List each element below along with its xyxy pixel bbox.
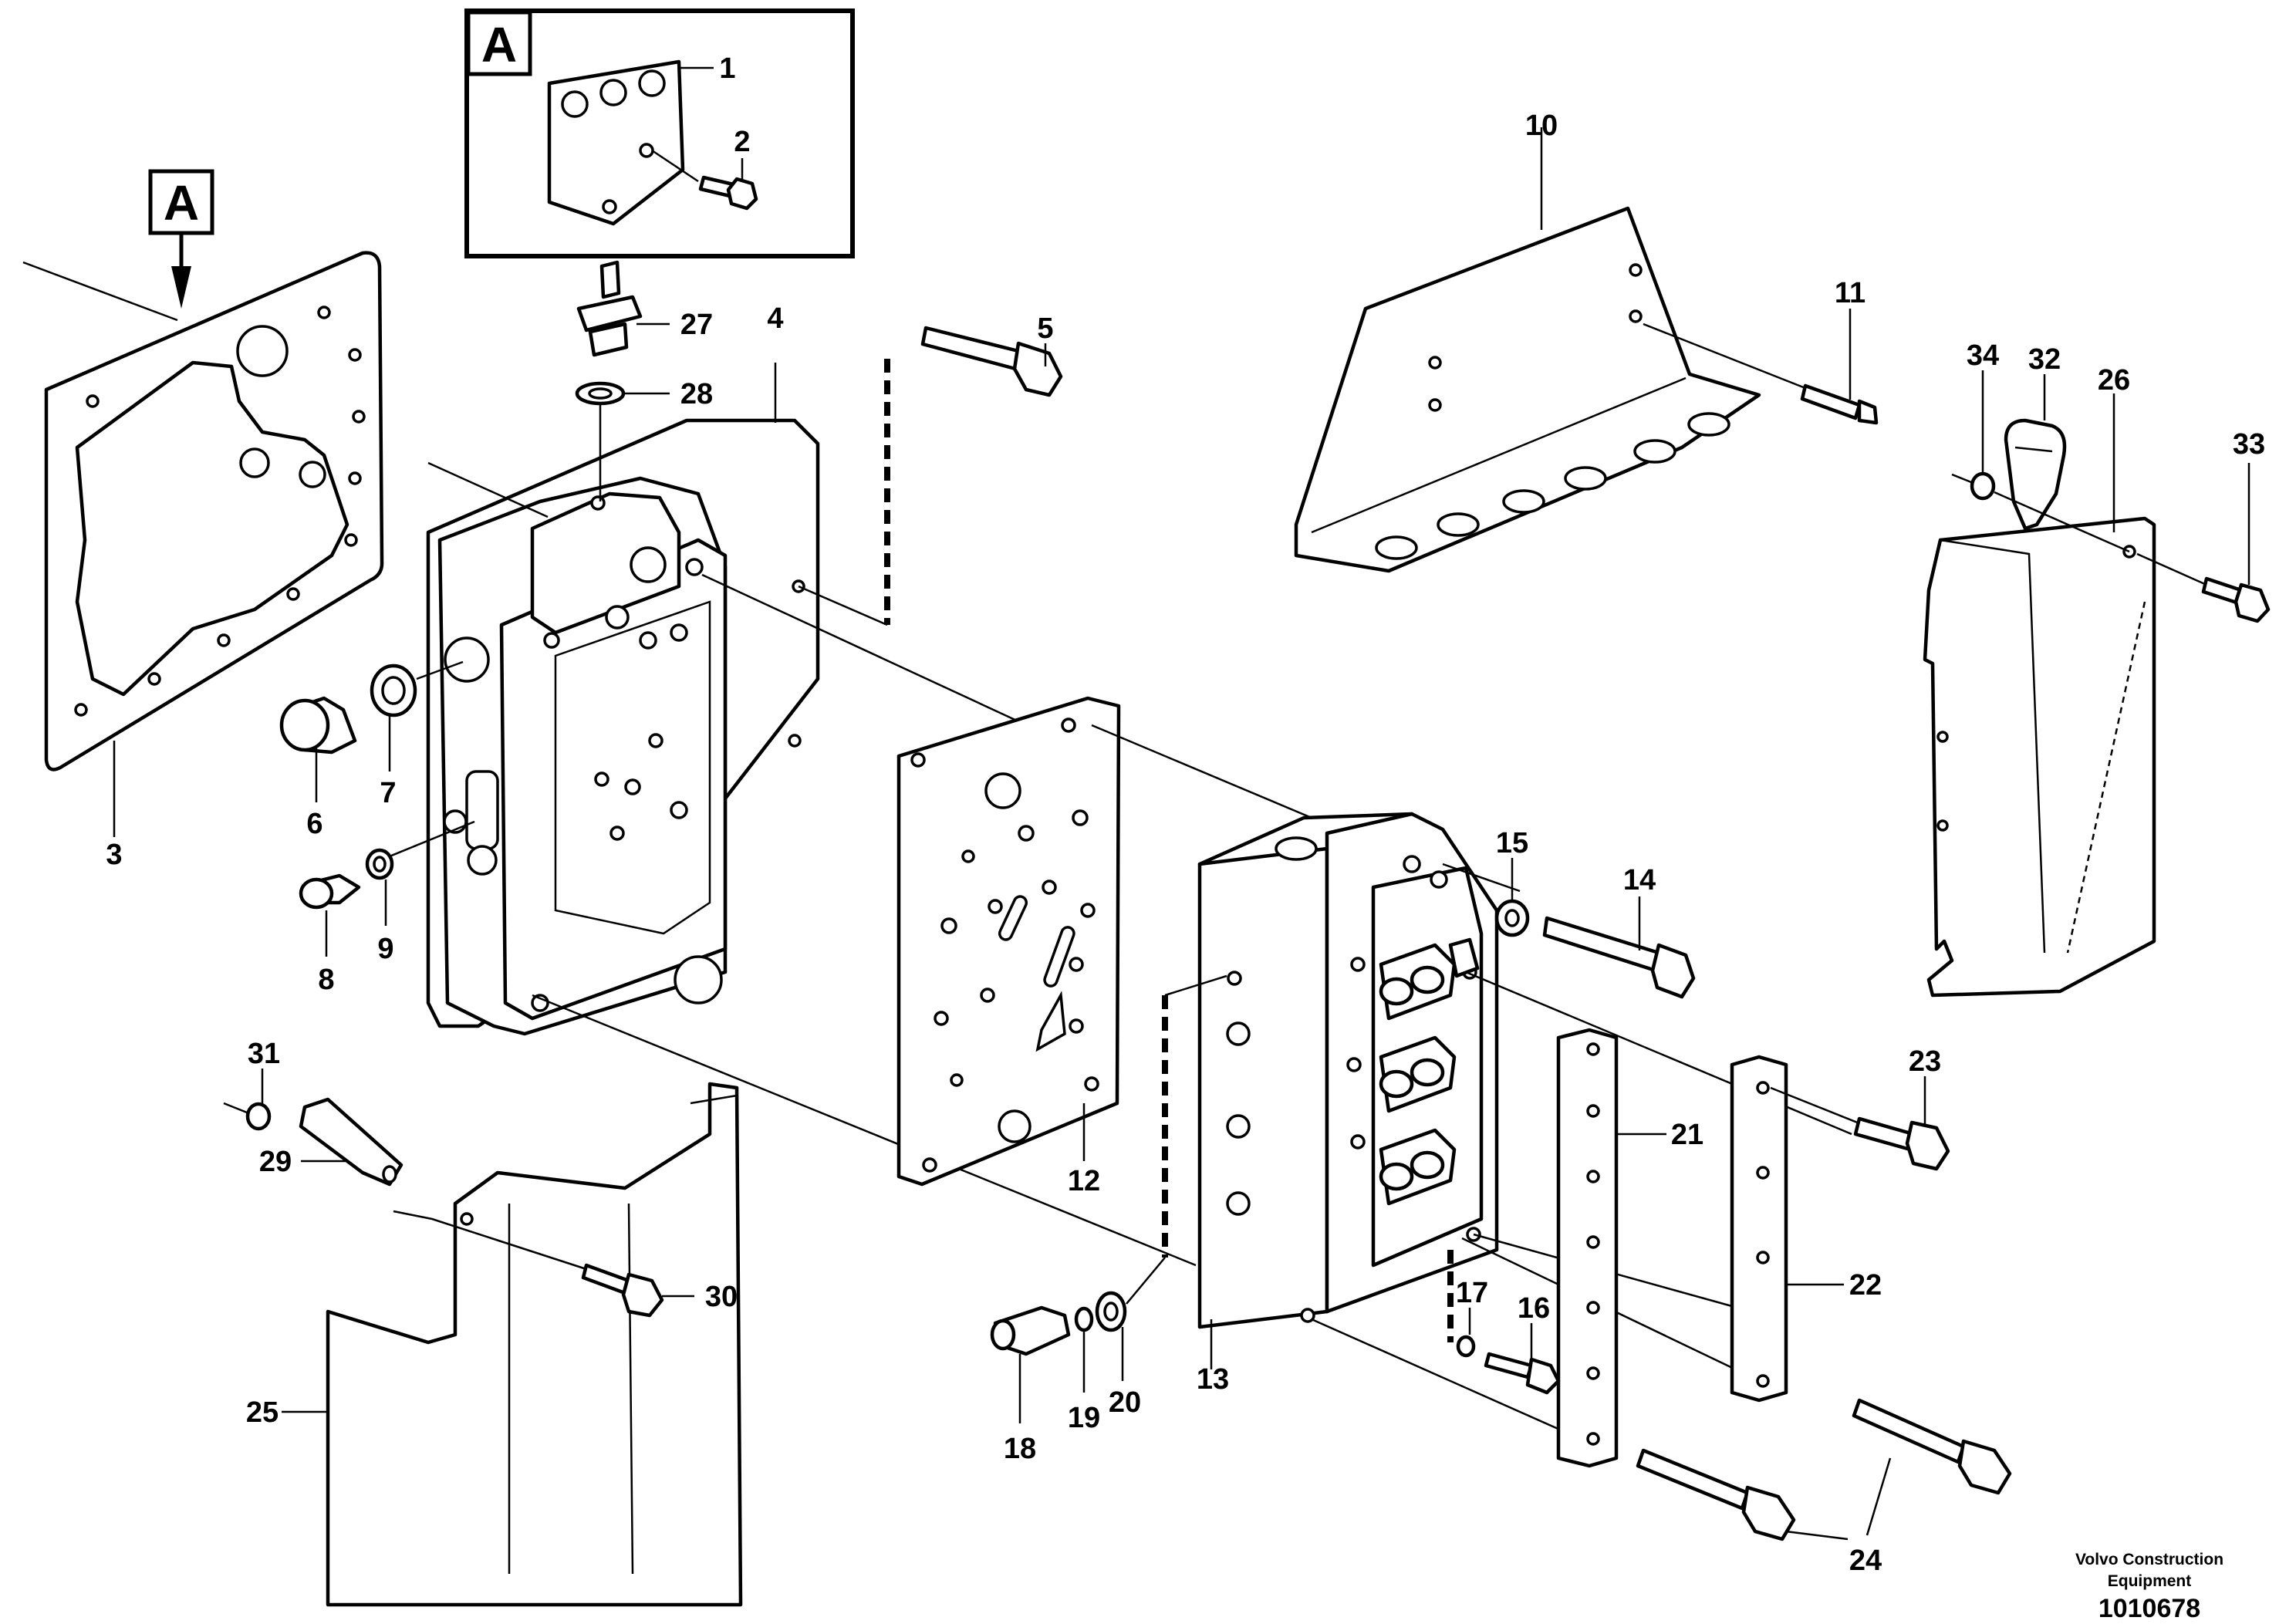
leader-24a	[1866, 1457, 1892, 1536]
callout-15: 15	[1496, 827, 1528, 859]
washer-34	[1951, 370, 2130, 553]
plug-27	[576, 260, 670, 357]
valve-body-13	[1162, 812, 1852, 1444]
bolt-14	[1542, 896, 1696, 999]
cover-26	[1923, 393, 2156, 998]
bolt-24-lower	[1636, 1448, 1796, 1541]
document-number: 1010678	[2098, 1594, 2201, 1623]
callout-16: 16	[1518, 1292, 1550, 1325]
callout-31: 31	[248, 1038, 280, 1070]
washer-31	[223, 1069, 272, 1131]
callout-8: 8	[318, 964, 334, 996]
bolt-33	[2136, 463, 2271, 623]
callout-20: 20	[1109, 1386, 1141, 1419]
callout-22: 22	[1849, 1269, 1882, 1302]
detail-view-a: A	[464, 8, 855, 258]
callout-13: 13	[1197, 1363, 1229, 1396]
callout-26: 26	[2098, 364, 2130, 397]
callout-30: 30	[705, 1281, 738, 1313]
bolt-5	[798, 326, 1063, 626]
callout-3: 3	[106, 839, 122, 871]
callout-29: 29	[259, 1146, 292, 1178]
fitting-18	[990, 1305, 1071, 1423]
callout-33: 33	[2233, 428, 2265, 461]
bolt-24-upper	[1852, 1398, 2012, 1495]
valve-housing-4	[426, 363, 1197, 1267]
callout-24: 24	[1849, 1545, 1882, 1577]
callout-4: 4	[767, 302, 783, 335]
separator-plate-12	[896, 696, 1312, 1187]
callout-21: 21	[1671, 1119, 1703, 1151]
reference-letter: A	[164, 175, 199, 231]
leader-24b	[1785, 1530, 1849, 1541]
plug-8	[299, 873, 361, 957]
washer-7	[370, 660, 464, 771]
callout-10: 10	[1525, 110, 1558, 142]
callout-labels: 1 2 3 4 5 6 7 8 9 10 11 12 13 14 15 16 1…	[106, 52, 2265, 1577]
callout-2: 2	[734, 126, 750, 158]
bolt-11	[1800, 309, 1879, 425]
clip-29	[299, 1097, 403, 1187]
washer-17	[1456, 1308, 1476, 1358]
gasket-3	[22, 251, 384, 837]
washer-9	[365, 820, 475, 926]
callout-14: 14	[1623, 864, 1656, 896]
callout-23: 23	[1909, 1045, 1941, 1078]
strip-21	[1556, 1028, 1666, 1468]
callout-25: 25	[246, 1396, 279, 1429]
washer-15	[1494, 858, 1530, 937]
plug-6	[279, 696, 357, 802]
bolt-30	[581, 1263, 694, 1318]
callout-1: 1	[719, 52, 735, 85]
detail-box-letter: A	[481, 17, 517, 73]
washer-20	[1095, 1257, 1166, 1381]
bolt-23	[1770, 1076, 1950, 1171]
bolt-16	[1484, 1323, 1561, 1395]
callout-11: 11	[1835, 277, 1866, 309]
callout-12: 12	[1068, 1165, 1100, 1197]
callout-18: 18	[1004, 1433, 1036, 1465]
clip-32	[2004, 374, 2067, 531]
cover-25	[282, 1082, 743, 1607]
callout-17: 17	[1456, 1277, 1488, 1309]
callout-19: 19	[1068, 1402, 1100, 1434]
callout-6: 6	[306, 808, 322, 840]
callout-27: 27	[680, 309, 713, 341]
bracket-10	[1294, 127, 1810, 573]
detail-reference-a: A	[148, 169, 214, 309]
callout-32: 32	[2028, 343, 2061, 376]
washer-19	[1074, 1306, 1094, 1393]
washer-28	[575, 381, 670, 501]
callout-7: 7	[380, 777, 396, 809]
brand-label: Volvo Construction Equipment	[2075, 1551, 2224, 1590]
callout-34: 34	[1967, 339, 1999, 372]
callout-28: 28	[680, 378, 713, 410]
callout-5: 5	[1037, 312, 1053, 345]
callout-9: 9	[377, 933, 393, 965]
strip-22	[1730, 1055, 1844, 1403]
